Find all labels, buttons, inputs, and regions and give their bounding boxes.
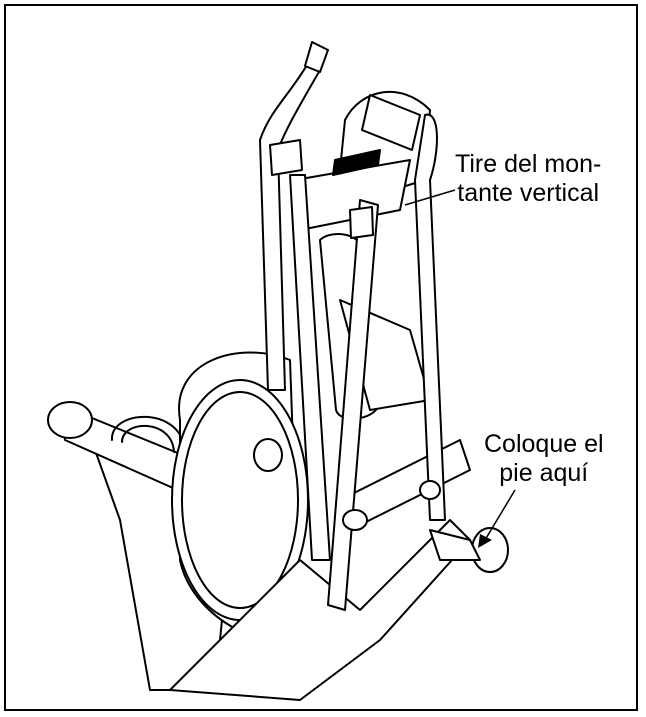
front-pole <box>327 199 379 611</box>
upright-callout-line-1: Tire del mon- <box>455 150 602 178</box>
foot-arrowhead <box>478 534 492 548</box>
front-leveler <box>471 527 509 573</box>
foot-leader <box>484 489 516 541</box>
handlebar-right <box>414 113 446 521</box>
upright-callout: Tire del mon- tante vertical <box>455 150 601 208</box>
rear-leveler-left <box>47 401 93 439</box>
foot-callout-line-2: pie aquí <box>499 459 589 487</box>
foot-callout-line-1: Coloque el <box>484 430 604 458</box>
main-frame <box>169 519 471 701</box>
foot-callout: Coloque el pie aquí <box>484 430 604 488</box>
console-vent <box>332 149 381 176</box>
upright-leader <box>404 189 456 206</box>
upright-callout-line-2: tante vertical <box>457 179 600 207</box>
axle-cap <box>253 438 283 472</box>
arm-tube <box>289 174 331 561</box>
